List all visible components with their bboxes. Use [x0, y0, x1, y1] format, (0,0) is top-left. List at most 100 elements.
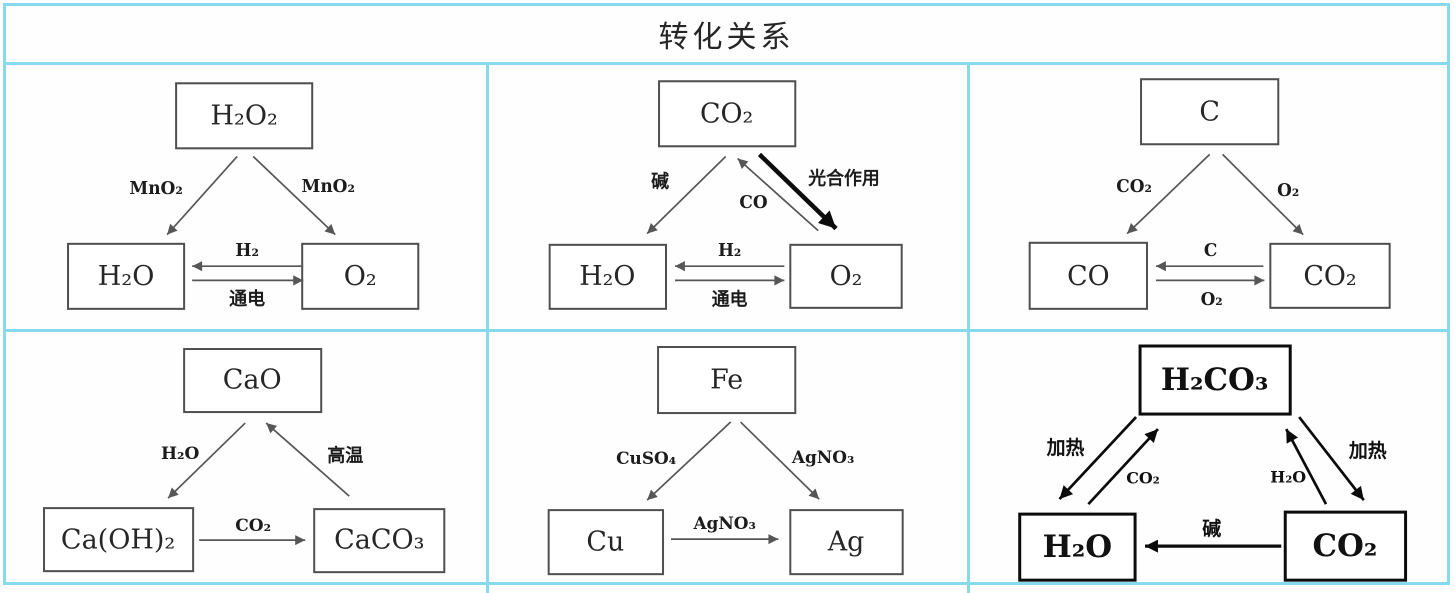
diagram-carbonic-acid: H₂CO₃ H₂O CO₂ 加热 CO₂ H₂O 加热 — [1017, 344, 1407, 582]
diagram-calcium: CaO Ca(OH)₂ CaCO₃ H₂O 高温 CO₂ — [43, 348, 446, 574]
node-label: Ag — [827, 527, 865, 558]
edge-label-left-to-right: 通电 — [712, 288, 748, 310]
node-top: Fe — [657, 346, 797, 415]
edge-label-top-to-left: H₂O — [161, 444, 200, 464]
arrow-top-to-left — [1126, 153, 1210, 235]
node-box — [789, 509, 905, 576]
node-box — [1017, 512, 1137, 582]
node-top: CaO — [183, 348, 323, 414]
diagram-co2: CO₂ H₂O O₂ 碱 CO 光合作用 H₂ 通电 — [548, 80, 904, 310]
arrow-left-to-top — [1087, 428, 1159, 506]
arrow-top-to-left — [646, 155, 727, 235]
edge-label-top-to-right: 加热 — [1348, 439, 1387, 462]
arrow-top-to-right — [252, 155, 336, 236]
node-left: CO — [1028, 241, 1148, 310]
edge-label-right-to-left: C — [1204, 241, 1217, 261]
edge-label-right-to-top: CO — [740, 193, 768, 213]
node-left: H₂O — [1017, 512, 1137, 582]
edge-label-left-to-right: O₂ — [1200, 290, 1222, 310]
node-label: CO₂ — [700, 98, 753, 129]
node-label: H₂O — [98, 261, 155, 292]
node-box — [1283, 510, 1407, 582]
diagram-h2o2: H₂O₂ H₂O O₂ MnO₂ MnO₂ H₂ 通电 — [67, 82, 420, 310]
node-left: H₂O — [67, 242, 186, 310]
node-right: O₂ — [301, 242, 420, 310]
node-left: Ca(OH)₂ — [43, 507, 195, 573]
node-box — [1139, 78, 1279, 146]
node-box — [175, 82, 314, 150]
node-top: CO₂ — [658, 80, 797, 148]
node-box — [548, 243, 668, 310]
node-label: CaO — [223, 365, 282, 396]
edge-label-top-to-right: 光合作用 — [808, 167, 881, 189]
node-left: H₂O — [548, 243, 668, 310]
node-left: Cu — [547, 509, 665, 576]
node-box — [657, 346, 797, 415]
node-box — [547, 509, 665, 576]
arrow-top-to-right-photosynthesis — [758, 152, 838, 231]
edge-label-right-to-left: H₂ — [718, 241, 741, 261]
edge-label-right-to-top: H₂O — [1270, 468, 1306, 487]
node-label: Ca(OH)₂ — [61, 525, 175, 556]
edge-label-top-to-right: O₂ — [1277, 181, 1299, 201]
arrow-top-to-right — [1221, 153, 1304, 236]
diagram-metals: Fe Cu Ag CuSO₄ AgNO₃ AgNO₃ — [547, 346, 905, 576]
node-box — [313, 508, 446, 574]
edge-label-top-to-right: MnO₂ — [302, 177, 355, 197]
panel-metal-displacement: Fe Cu Ag CuSO₄ AgNO₃ AgNO₃ — [486, 329, 967, 593]
node-label: CO₂ — [1303, 261, 1356, 292]
panel-calcium-compounds: CaO Ca(OH)₂ CaCO₃ H₂O 高温 CO₂ — [6, 329, 487, 593]
edge-label-left-to-top: CO₂ — [1126, 469, 1159, 488]
node-right: O₂ — [789, 243, 904, 309]
edge-label-left-to-right: AgNO₃ — [693, 513, 756, 533]
arrow-top-to-right — [740, 421, 821, 500]
diagram-carbon: C CO CO₂ CO₂ O₂ C O₂ — [1028, 78, 1391, 310]
node-box — [1028, 241, 1148, 310]
node-label: Fe — [710, 365, 743, 396]
edge-label-left-to-right: CO₂ — [235, 516, 271, 536]
table-title: 转化关系 — [658, 20, 795, 55]
arrow-right-to-top — [737, 157, 820, 232]
node-label: H₂O — [580, 261, 636, 292]
arrow-top-to-left-heat — [1058, 416, 1137, 501]
table-header: 转化关系 — [6, 6, 1447, 65]
panel-hydrogen-peroxide: H₂O₂ H₂O O₂ MnO₂ MnO₂ H₂ 通电 — [6, 65, 486, 329]
arrow-right-to-top — [1284, 428, 1327, 505]
edge-label-right-to-left: H₂ — [235, 241, 259, 261]
node-right: Ag — [789, 509, 905, 576]
node-label: Cu — [587, 527, 625, 558]
node-label: CO — [1067, 261, 1110, 292]
node-right: CO₂ — [1268, 242, 1391, 309]
edge-label-right-to-left: 碱 — [1202, 517, 1221, 540]
node-label: O₂ — [344, 261, 377, 292]
node-top: H₂CO₃ — [1138, 344, 1292, 416]
panel-carbon-oxides: C CO CO₂ CO₂ O₂ C O₂ — [966, 65, 1447, 330]
node-right: CaCO₃ — [313, 508, 446, 574]
node-top: C — [1139, 78, 1279, 146]
edge-label-top-to-left: 加热 — [1045, 436, 1084, 459]
arrow-top-to-left — [166, 155, 238, 236]
conversion-table: 转化关系 H₂O₂ H₂O O₂ MnO₂ MnO — [3, 3, 1450, 593]
node-label: H₂O₂ — [210, 100, 277, 131]
node-label: O₂ — [830, 261, 863, 292]
edge-label-top-to-left: CuSO₄ — [616, 448, 676, 468]
node-box — [183, 348, 323, 414]
node-box — [67, 242, 186, 310]
edge-label-left-to-right: 通电 — [229, 288, 265, 310]
edge-label-top-to-left: CO₂ — [1116, 177, 1152, 197]
arrow-top-to-right-heat — [1297, 416, 1365, 502]
panel-carbonic-acid: H₂CO₃ H₂O CO₂ 加热 CO₂ H₂O 加热 — [966, 329, 1447, 593]
panel-carbon-dioxide-oxygen: CO₂ H₂O O₂ 碱 CO 光合作用 H₂ 通电 — [486, 65, 966, 330]
node-label: H₂CO₃ — [1161, 362, 1268, 398]
node-right: CO₂ — [1283, 510, 1407, 582]
node-label: H₂O — [1042, 529, 1111, 565]
node-box — [1138, 344, 1292, 416]
node-top: H₂O₂ — [175, 82, 314, 150]
edge-label-top-to-left: 碱 — [651, 170, 669, 192]
arrow-top-to-left — [167, 422, 246, 499]
node-label: C — [1199, 96, 1220, 127]
edge-label-top-to-right: AgNO₃ — [791, 447, 854, 467]
node-label: CaCO₃ — [334, 525, 424, 556]
node-box — [43, 507, 195, 573]
node-box — [789, 243, 904, 309]
